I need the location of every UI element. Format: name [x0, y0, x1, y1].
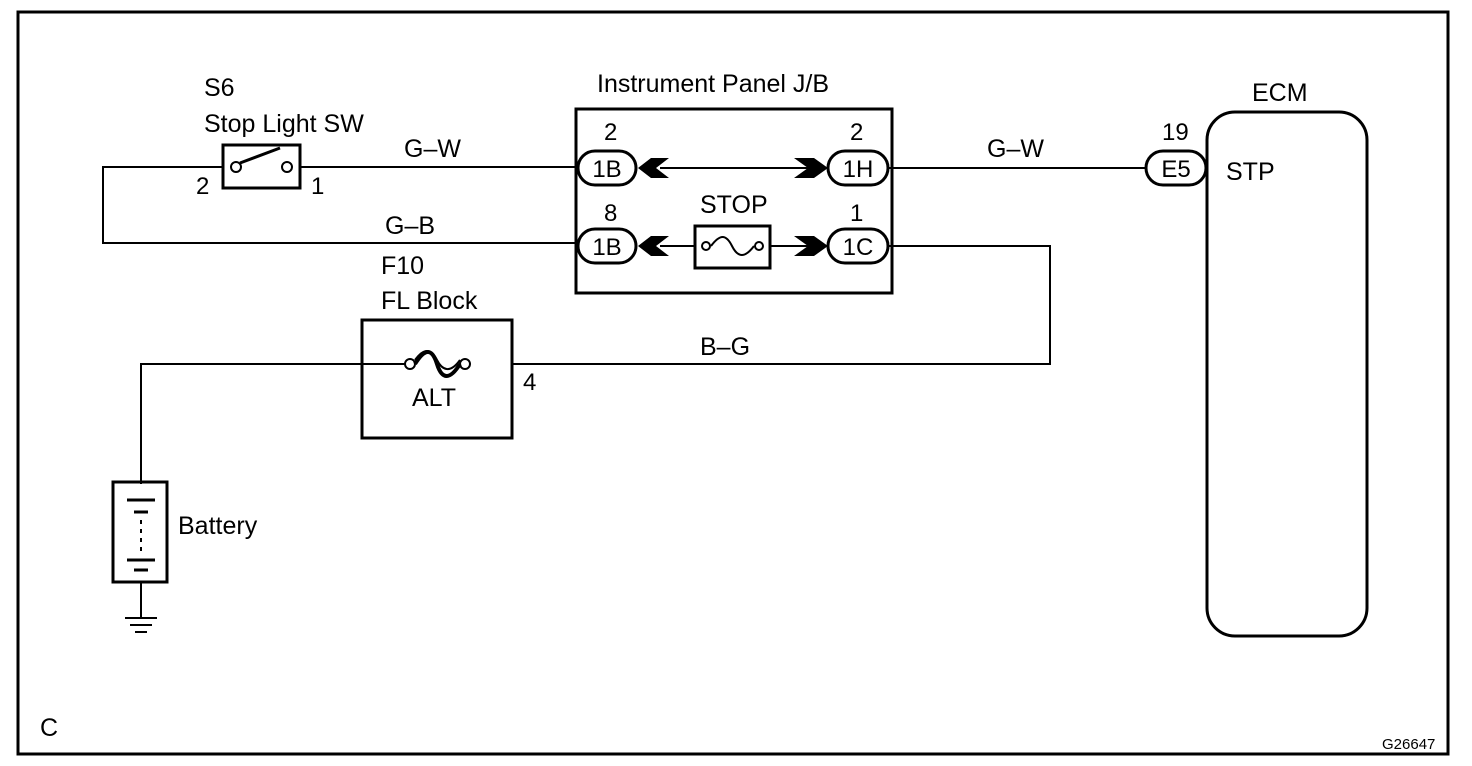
fl-block-code: F10 [381, 252, 424, 280]
stop-light-sw-name: Stop Light SW [204, 110, 364, 138]
ecm-title: ECM [1252, 79, 1308, 107]
wire-gb [102, 166, 578, 244]
diagram-frame [16, 10, 1450, 756]
jb-pin-top-left: 2 [604, 119, 617, 146]
wire-label-bg: B–G [700, 333, 750, 361]
wire-label-gb: G–B [385, 212, 435, 240]
connector-1b-bottom [576, 227, 638, 265]
ecm-pin: 19 [1162, 119, 1189, 146]
wire-bg [512, 245, 1051, 365]
alt-fuse-terminal-left [404, 358, 416, 370]
arrow-bottom-left [638, 236, 669, 256]
switch-pin-right: 1 [311, 173, 324, 200]
connector-e5-label: E5 [1161, 156, 1190, 183]
arrow-bottom-right [794, 236, 828, 256]
jb-box [574, 107, 894, 295]
stop-fuse-element [710, 236, 755, 256]
fl-block-fuse-label: ALT [412, 384, 456, 412]
alt-fuse-element [413, 350, 462, 378]
arrow-top-right [794, 158, 828, 178]
alt-fuse-terminal-right [459, 358, 471, 370]
arrow-top-left [638, 158, 669, 178]
connector-1h-label: 1H [843, 156, 874, 183]
stop-light-switch: S6 Stop Light SW 2 1 [196, 74, 364, 200]
ecm-box [1205, 110, 1369, 638]
ecm: ECM 19 E5 STP [1144, 79, 1369, 638]
battery-label: Battery [178, 512, 258, 540]
fl-block-pin: 4 [523, 369, 536, 396]
alt-fuse-element-2 [414, 350, 461, 370]
connector-1b-bottom-label: 1B [592, 234, 621, 261]
jb-title: Instrument Panel J/B [597, 70, 829, 98]
switch-contact-left [230, 161, 242, 173]
instrument-panel-jb: Instrument Panel J/B 2 1B 2 1H 8 1B STOP… [574, 70, 894, 295]
connector-e5 [1144, 149, 1208, 187]
stop-fuse-terminal-right [754, 241, 764, 251]
corner-label: C [40, 714, 58, 742]
switch-lever [239, 146, 281, 165]
connector-1b-top-label: 1B [592, 156, 621, 183]
switch-contact-right [281, 161, 293, 173]
ecm-terminal-stp: STP [1226, 158, 1275, 186]
wire-label-gw-left: G–W [404, 135, 461, 163]
stop-fuse-terminal-left [701, 241, 711, 251]
jb-fuse-label: STOP [700, 191, 768, 219]
fl-block: F10 FL Block ALT 4 [360, 252, 536, 440]
connector-1c-label: 1C [843, 234, 874, 261]
wire-battery [140, 363, 405, 484]
battery: Battery [111, 480, 258, 633]
connector-1b-top [576, 149, 638, 187]
wire-label-gw-right: G–W [987, 135, 1044, 163]
jb-pin-top-right: 2 [850, 119, 863, 146]
stop-light-sw-code: S6 [204, 74, 235, 102]
fl-block-box [360, 318, 514, 440]
fl-block-name: FL Block [381, 287, 478, 315]
jb-pin-bottom-right: 1 [850, 200, 863, 227]
figure-id: G26647 [1382, 736, 1435, 753]
switch-pin-left: 2 [196, 173, 209, 200]
jb-pin-bottom-left: 8 [604, 200, 617, 227]
